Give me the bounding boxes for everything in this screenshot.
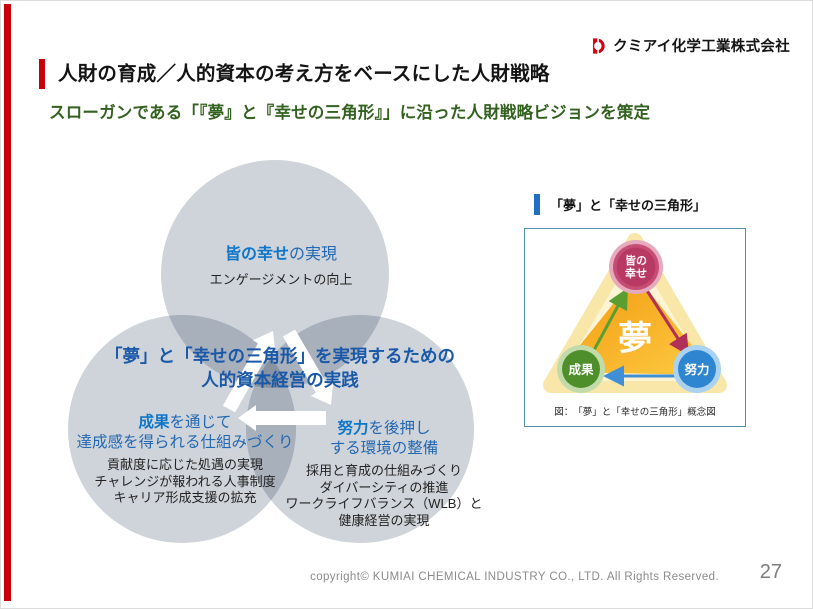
dream-label: 夢 — [618, 320, 652, 358]
venn-left-items: 貢献度に応じた処遇の実現 チャレンジが報われる人事制度 キャリア形成支援の拡充 — [65, 457, 305, 507]
svg-text:成果: 成果 — [568, 362, 594, 377]
panel-title: 「夢」と「幸せの三角形」 — [550, 198, 707, 213]
venn-top-heading: 皆の幸せの実現 — [151, 240, 411, 264]
list-item: 貢献度に応じた処遇の実現 — [106, 457, 263, 472]
venn-right-heading: 努力を後押し — [263, 419, 505, 439]
venn-center-line1: 「夢」と「幸せの三角形」を実現するための — [105, 346, 455, 366]
happiness-triangle-figure: 夢 皆の 幸せ 成果 努力 — [543, 233, 727, 418]
list-item: ワークライフバランス（WLB）と — [285, 496, 483, 511]
title-block: 人財の育成／人的資本の考え方をベースにした人財戦略 — [39, 59, 550, 89]
slide-subtitle: スローガンである「『夢』と『幸せの三角形』」に沿った人財戦略ビジョンを策定 — [49, 104, 651, 122]
page-title: 人財の育成／人的資本の考え方をベースにした人財戦略 — [58, 63, 550, 85]
green-arrow-icon — [591, 287, 628, 353]
list-item: 採用と育成の仕組みづくり — [305, 463, 462, 478]
list-item: キャリア形成支援の拡充 — [113, 490, 257, 505]
copyright-text: copyright© KUMIAI CHEMICAL INDUSTRY CO.,… — [310, 571, 719, 583]
venn-left-heading: 成果を通じて — [65, 413, 305, 433]
node-happiness: 皆の 幸せ — [609, 240, 663, 294]
venn-top-text: 皆の幸せの実現 エンゲージメントの向上 — [151, 240, 411, 288]
venn-top-keyword: 皆の幸せ — [224, 246, 289, 263]
list-item: 健康経営の実現 — [338, 512, 430, 528]
list-item: ダイバーシティの推進 — [319, 479, 449, 495]
venn-right-keyword: 努力 — [337, 420, 369, 437]
venn-right-text: 努力を後押し する環境の整備 採用と育成の仕組みづくり ダイバーシティの推進 ワ… — [263, 419, 505, 529]
venn-top-rest: の実現 — [289, 246, 338, 263]
company-logo: クミアイ化学工業株式会社 — [589, 35, 790, 56]
venn-left-keyword: 成果 — [138, 414, 170, 431]
svg-text:努力: 努力 — [683, 362, 709, 377]
page-number: 27 — [759, 561, 782, 583]
venn-right-heading2: する環境の整備 — [329, 440, 439, 457]
node-effort: 努力 — [673, 345, 721, 393]
venn-center-text: 「夢」と「幸せの三角形」を実現するための 人的資本経営の実践 — [89, 344, 471, 392]
left-accent-bar — [4, 4, 11, 601]
venn-center-line2: 人的資本経営の実践 — [201, 370, 359, 390]
title-accent-bar — [39, 59, 45, 89]
figure-caption: 図： 「夢」と「幸せの三角形」概念図 — [554, 406, 716, 418]
venn-right-rest: を後押し — [368, 420, 431, 437]
venn-right-items: 採用と育成の仕組みづくり ダイバーシティの推進 ワークライフバランス（WLB）と… — [263, 463, 505, 529]
panel-accent-bar — [534, 194, 540, 215]
panel-header: 「夢」と「幸せの三角形」 — [534, 194, 706, 215]
list-item: チャレンジが報われる人事制度 — [94, 473, 276, 489]
red-arrow-icon — [644, 288, 690, 357]
kumiai-logo-icon — [589, 37, 607, 55]
venn-top-sub: エンゲージメントの向上 — [209, 272, 353, 287]
node-results: 成果 — [557, 345, 605, 393]
venn-left-heading2: 達成感を得られる仕組みづくり — [76, 434, 294, 451]
company-name: クミアイ化学工業株式会社 — [613, 39, 790, 55]
venn-left-text: 成果を通じて 達成感を得られる仕組みづくり 貢献度に応じた処遇の実現 チャレンジ… — [65, 413, 305, 507]
svg-text:幸せ: 幸せ — [625, 266, 647, 280]
venn-left-rest: を通じて — [169, 414, 232, 431]
svg-text:皆の: 皆の — [625, 253, 647, 267]
triangle-figure-box: 夢 皆の 幸せ 成果 努力 — [524, 228, 746, 427]
